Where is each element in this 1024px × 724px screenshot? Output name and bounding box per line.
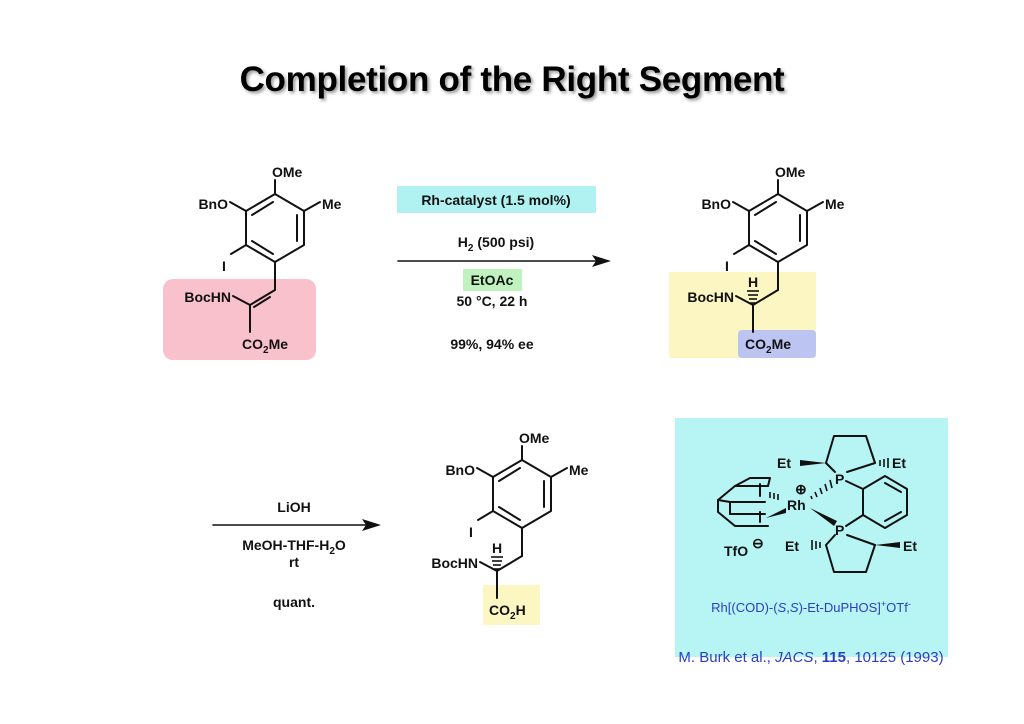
benzyloxy-label: BnO <box>198 196 228 212</box>
arrow-head-icon <box>592 255 611 267</box>
methyl-label: Me <box>569 462 589 478</box>
catalyst-name: Rh[(COD)-(S,S)-Et-DuPHOS]+OTf- <box>711 599 911 615</box>
cod-ligand <box>717 477 786 527</box>
hashed-bond <box>810 479 833 500</box>
acid-highlight <box>483 585 540 625</box>
methoxy-label: OMe <box>519 430 550 446</box>
bochn-label: BocHN <box>431 555 478 571</box>
benzyloxy-label: BnO <box>701 196 731 212</box>
wedge-bond <box>810 508 837 526</box>
ethyl-label: Et <box>785 538 799 554</box>
phosphorus-label: P <box>835 522 844 538</box>
ethyl-label: Et <box>903 538 917 554</box>
ethyl-label: Et <box>892 455 906 471</box>
benzyloxy-label: BnO <box>445 462 475 478</box>
methyl-label: Me <box>322 196 342 212</box>
ester-highlight <box>738 330 816 358</box>
catalyst-structure-box <box>675 418 948 657</box>
rh-duphos-catalyst-structure: Et Et P Et Et P Rh ⊕ <box>711 435 917 615</box>
iodo-label: I <box>725 258 729 274</box>
ethyl-label: Et <box>777 455 791 471</box>
solvent-label: MeOH-THF-H2O <box>242 537 346 557</box>
hashed-wedge-bond <box>491 556 503 570</box>
hydrolysis-step: LiOH MeOH-THF-H2O rt quant. <box>212 499 381 610</box>
hashed-wedge-bond <box>747 290 759 304</box>
acid-product-structure: H OMe BnO Me I BocHN CO2H <box>431 430 588 622</box>
catalyst-highlight <box>397 186 596 213</box>
ester-label: CO2Me <box>745 336 791 356</box>
wedge-bond <box>800 460 826 466</box>
conditions-label: 50 °C, 22 h <box>457 293 528 309</box>
hydrogenated-product-structure: H OMe BnO Me I BocHN CO2Me <box>687 164 844 356</box>
methoxy-label: OMe <box>775 164 806 180</box>
catalyst-label: Rh-catalyst (1.5 mol%) <box>421 192 570 208</box>
temperature-label: rt <box>289 554 299 570</box>
hashed-bond <box>769 492 779 500</box>
solvent-label: EtOAc <box>471 272 514 288</box>
hydrogen-label: H <box>492 540 502 556</box>
bochn-label: BocHN <box>184 289 231 305</box>
yield-label: 99%, 94% ee <box>450 336 533 352</box>
reagent-label: LiOH <box>277 499 310 515</box>
starting-material-structure: OMe BnO Me I BocHN CO2Me <box>184 164 341 356</box>
hydrogenation-step: Rh-catalyst (1.5 mol%) H2 (500 psi) EtOA… <box>397 192 611 352</box>
methoxy-label: OMe <box>272 164 303 180</box>
phosphorus-label: P <box>835 471 844 487</box>
positive-charge-icon: ⊕ <box>795 481 807 497</box>
triflate-label: TfO <box>724 543 748 559</box>
acid-label: CO2H <box>489 602 526 622</box>
bochn-label: BocHN <box>687 289 734 305</box>
arrow-head-icon <box>362 519 381 531</box>
slide-title: Completion of the Right Segment <box>239 60 785 99</box>
hashed-bond <box>811 540 821 550</box>
literature-citation: M. Burk et al., JACS, 115, 10125 (1993) <box>678 649 943 666</box>
negative-charge-icon: ⊖ <box>752 535 764 551</box>
hydrogen-label: H <box>748 274 758 290</box>
iodo-label: I <box>469 524 473 540</box>
hydrogen-pressure-label: H2 (500 psi) <box>458 234 534 254</box>
ester-label: CO2Me <box>242 336 288 356</box>
hashed-bond <box>879 458 889 468</box>
methyl-label: Me <box>825 196 845 212</box>
solvent-highlight <box>463 269 522 291</box>
wedge-bond <box>766 508 786 518</box>
yield-label: quant. <box>273 594 315 610</box>
wedge-bond <box>875 542 900 548</box>
enamide-highlight <box>163 279 316 360</box>
rhodium-label: Rh <box>787 497 806 513</box>
iodo-label: I <box>222 258 226 274</box>
